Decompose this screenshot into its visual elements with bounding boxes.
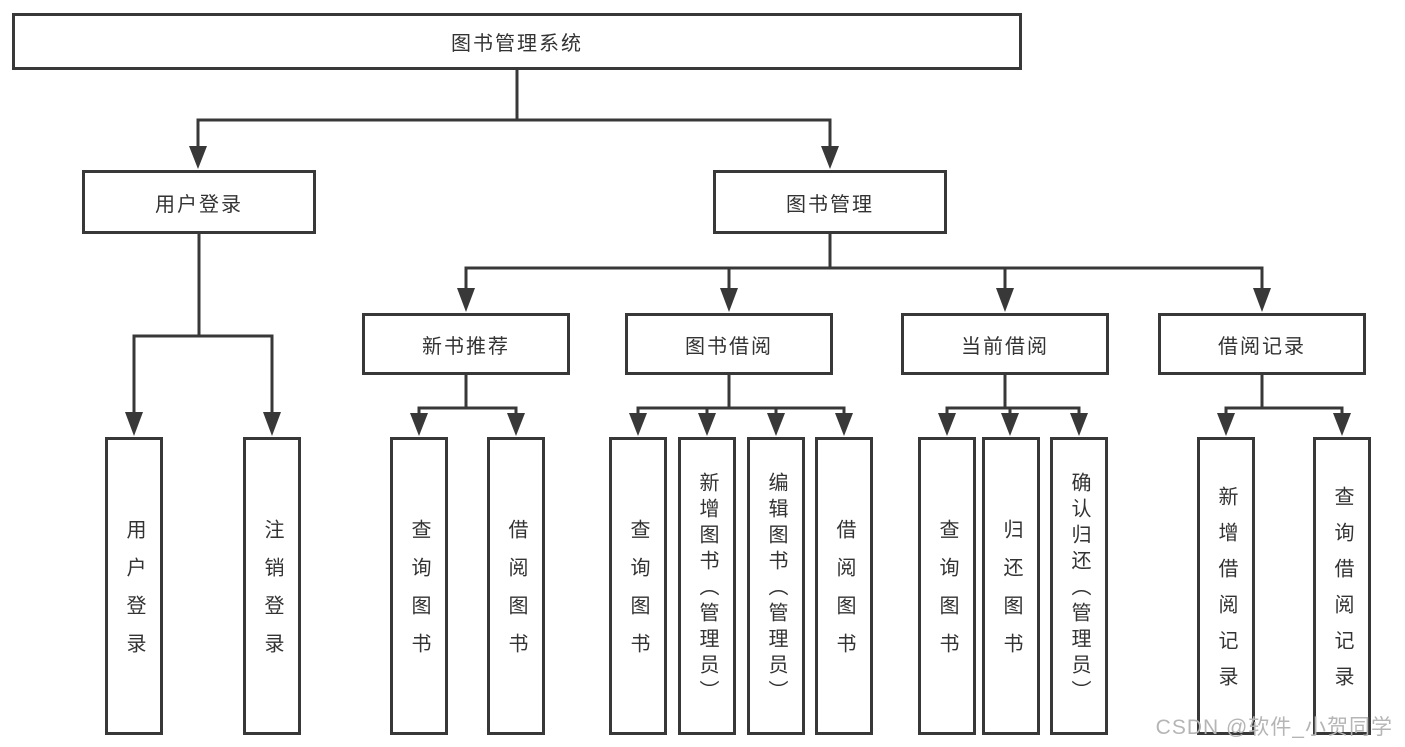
node-leaf-return-books: 归还图书 <box>982 437 1040 735</box>
node-book-borrow: 图书借阅 <box>625 313 833 375</box>
node-leaf-add-book-admin: 新增图书（管理员） <box>678 437 736 735</box>
arrowheads <box>125 146 1351 436</box>
node-leaf-query-books-current-label: 查询图书 <box>936 519 958 671</box>
node-leaf-query-books-recommend-label: 查询图书 <box>408 519 430 671</box>
node-new-book-recommend: 新书推荐 <box>362 313 570 375</box>
node-leaf-add-borrow-record: 新增借阅记录 <box>1197 437 1255 735</box>
node-leaf-add-borrow-record-label: 新增借阅记录 <box>1215 486 1237 702</box>
node-leaf-confirm-return-admin: 确认归还（管理员） <box>1050 437 1108 735</box>
node-leaf-return-books-label: 归还图书 <box>1000 519 1022 671</box>
node-leaf-query-books-recommend: 查询图书 <box>390 437 448 735</box>
node-leaf-query-books-current: 查询图书 <box>918 437 976 735</box>
node-leaf-logout: 注销登录 <box>243 437 301 735</box>
node-book-borrow-label: 图书借阅 <box>685 335 773 358</box>
node-leaf-borrow-books-recommend-label: 借阅图书 <box>505 519 527 671</box>
node-leaf-user-login-label: 用户登录 <box>123 519 145 671</box>
node-current-borrow-label: 当前借阅 <box>961 335 1049 358</box>
node-leaf-user-login: 用户登录 <box>105 437 163 735</box>
node-book-management-label: 图书管理 <box>786 193 874 216</box>
node-leaf-borrow-books: 借阅图书 <box>815 437 873 735</box>
node-new-book-recommend-label: 新书推荐 <box>422 335 510 358</box>
node-user-login-label: 用户登录 <box>155 193 243 216</box>
node-user-login: 用户登录 <box>82 170 316 234</box>
node-root-label: 图书管理系统 <box>451 33 583 55</box>
node-leaf-confirm-return-admin-label: 确认归还（管理员） <box>1068 472 1090 706</box>
node-leaf-borrow-books-recommend: 借阅图书 <box>487 437 545 735</box>
node-root: 图书管理系统 <box>12 13 1022 70</box>
node-leaf-logout-label: 注销登录 <box>261 519 283 671</box>
csdn-watermark: CSDN @软件_小贺同学 <box>1155 716 1393 739</box>
node-borrow-records-label: 借阅记录 <box>1218 335 1306 358</box>
node-leaf-edit-book-admin: 编辑图书（管理员） <box>747 437 805 735</box>
node-leaf-query-books-borrow-label: 查询图书 <box>627 519 649 671</box>
node-book-management: 图书管理 <box>713 170 947 234</box>
node-leaf-edit-book-admin-label: 编辑图书（管理员） <box>765 472 787 706</box>
node-leaf-query-books-borrow: 查询图书 <box>609 437 667 735</box>
node-leaf-borrow-books-label: 借阅图书 <box>833 519 855 671</box>
node-leaf-query-borrow-record-label: 查询借阅记录 <box>1331 486 1353 702</box>
node-leaf-add-book-admin-label: 新增图书（管理员） <box>696 472 718 706</box>
node-leaf-query-borrow-record: 查询借阅记录 <box>1313 437 1371 735</box>
node-current-borrow: 当前借阅 <box>901 313 1109 375</box>
node-borrow-records: 借阅记录 <box>1158 313 1366 375</box>
